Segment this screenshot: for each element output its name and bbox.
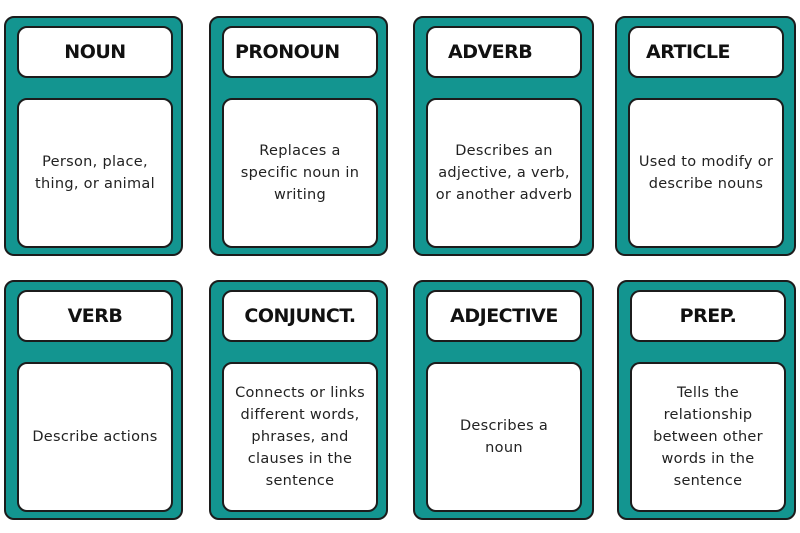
card-description: Replaces a specific noun in writing [222, 98, 378, 248]
card-title: PRONOUN [222, 26, 378, 78]
card-description: Person, place, thing, or animal [17, 98, 173, 248]
card-title: ADVERB [426, 26, 582, 78]
card-noun: NOUN Person, place, thing, or animal [4, 16, 183, 256]
card-verb: VERB Describe actions [4, 280, 183, 520]
card-preposition: PREP. Tells the relationship between oth… [617, 280, 796, 520]
card-title: VERB [17, 290, 173, 342]
card-description: Describes a noun [426, 362, 582, 512]
card-title: ADJECTIVE [426, 290, 582, 342]
card-description: Used to modify or describe nouns [628, 98, 784, 248]
card-description: Describes an adjective, a verb, or anoth… [426, 98, 582, 248]
card-description: Connects or links different words, phras… [222, 362, 378, 512]
card-title: PREP. [630, 290, 786, 342]
card-adverb: ADVERB Describes an adjective, a verb, o… [413, 16, 594, 256]
card-pronoun: PRONOUN Replaces a specific noun in writ… [209, 16, 388, 256]
card-title: ARTICLE [628, 26, 784, 78]
card-conjunction: CONJUNCT. Connects or links different wo… [209, 280, 388, 520]
card-adjective: ADJECTIVE Describes a noun [413, 280, 594, 520]
card-description: Describe actions [17, 362, 173, 512]
card-article: ARTICLE Used to modify or describe nouns [615, 16, 796, 256]
card-title: NOUN [17, 26, 173, 78]
card-title: CONJUNCT. [222, 290, 378, 342]
card-description: Tells the relationship between other wor… [630, 362, 786, 512]
